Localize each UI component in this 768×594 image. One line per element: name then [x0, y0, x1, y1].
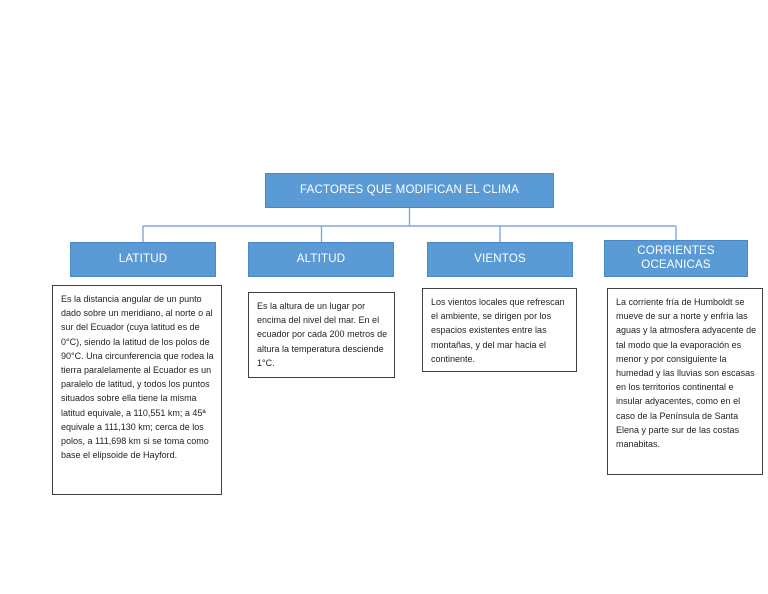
branch-label-corrientes-oceanicas: CORRIENTES OCEANICAS — [637, 245, 715, 271]
description-box-corrientes-oceanicas: La corriente fría de Humboldt se mueve d… — [607, 288, 763, 475]
description-text-vientos: Los vientos locales que refrescan el amb… — [431, 297, 565, 364]
description-box-latitud: Es la distancia angular de un punto dado… — [52, 285, 222, 495]
branch-label-latitud: LATITUD — [118, 252, 168, 265]
description-text-altitud: Es la altura de un lugar por encima del … — [257, 301, 388, 368]
branch-label-altitud: ALTITUD — [296, 252, 346, 265]
description-text-corrientes-oceanicas: La corriente fría de Humboldt se mueve d… — [616, 297, 757, 450]
root-node-label: FACTORES QUE MODIFICAN EL CLIMA — [300, 183, 519, 196]
branch-node-corrientes-oceanicas: CORRIENTES OCEANICAS — [604, 240, 748, 277]
branch-node-latitud: LATITUD — [70, 242, 216, 277]
description-box-altitud: Es la altura de un lugar por encima del … — [248, 292, 395, 378]
branch-label-vientos: VIENTOS — [474, 252, 526, 265]
root-node-factores: FACTORES QUE MODIFICAN EL CLIMA — [265, 173, 554, 208]
branch-node-altitud: ALTITUD — [248, 242, 394, 277]
description-text-latitud: Es la distancia angular de un punto dado… — [61, 294, 214, 461]
description-box-vientos: Los vientos locales que refrescan el amb… — [422, 288, 577, 372]
branch-node-vientos: VIENTOS — [427, 242, 573, 277]
